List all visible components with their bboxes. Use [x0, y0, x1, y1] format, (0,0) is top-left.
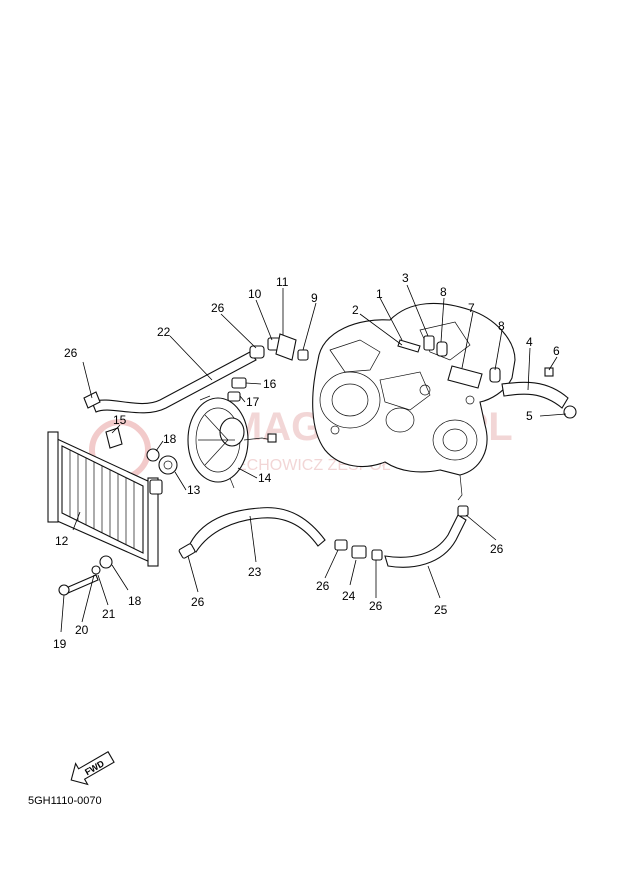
callout-17: 17 [246, 395, 260, 409]
thermostat-parts [267, 333, 309, 361]
hose-clamps [334, 539, 383, 561]
small-parts [105, 377, 247, 475]
callout-9: 9 [311, 291, 318, 305]
callout-19: 19 [53, 637, 67, 651]
fwd-arrow: FWD [70, 751, 115, 786]
callout-4: 4 [526, 335, 533, 349]
callout-22: 22 [157, 325, 171, 339]
callout-18b: 18 [128, 594, 142, 608]
callout-labels: 1 2 3 4 5 6 7 8 8 9 10 11 12 13 14 15 16… [53, 271, 560, 651]
callout-1: 1 [376, 287, 383, 301]
callout-5: 5 [526, 409, 533, 423]
mounting-hardware [58, 555, 113, 596]
fan-assembly [187, 395, 277, 489]
callout-26e: 26 [369, 599, 383, 613]
radiator [47, 431, 163, 567]
callout-25: 25 [434, 603, 448, 617]
callout-21: 21 [102, 607, 116, 621]
upper-parts [397, 335, 577, 419]
engine-crankcase [312, 302, 516, 501]
callout-20: 20 [75, 623, 89, 637]
callout-6: 6 [553, 344, 560, 358]
callout-18a: 18 [163, 432, 177, 446]
callout-13: 13 [187, 483, 201, 497]
callout-26f: 26 [490, 542, 504, 556]
callout-12: 12 [55, 534, 69, 548]
diagram-code: 5GH1110-0070 [28, 795, 102, 807]
callout-7: 7 [468, 301, 475, 315]
hose-23 [178, 507, 326, 559]
hose-22 [83, 345, 265, 414]
callout-24: 24 [342, 589, 356, 603]
callout-10: 10 [248, 287, 262, 301]
callout-11: 11 [276, 275, 289, 289]
callout-14: 14 [258, 471, 272, 485]
callout-26b: 26 [211, 301, 225, 315]
callout-2: 2 [352, 303, 359, 317]
leader-lines [60, 284, 567, 633]
callout-8a: 8 [440, 285, 447, 299]
callout-16: 16 [263, 377, 277, 391]
callout-26d: 26 [316, 579, 330, 593]
callout-3: 3 [402, 271, 409, 285]
hose-25 [384, 505, 469, 568]
callout-23: 23 [248, 565, 262, 579]
callout-26a: 26 [64, 346, 78, 360]
callout-15: 15 [113, 413, 127, 427]
callout-8b: 8 [498, 319, 505, 333]
callout-26c: 26 [191, 595, 205, 609]
